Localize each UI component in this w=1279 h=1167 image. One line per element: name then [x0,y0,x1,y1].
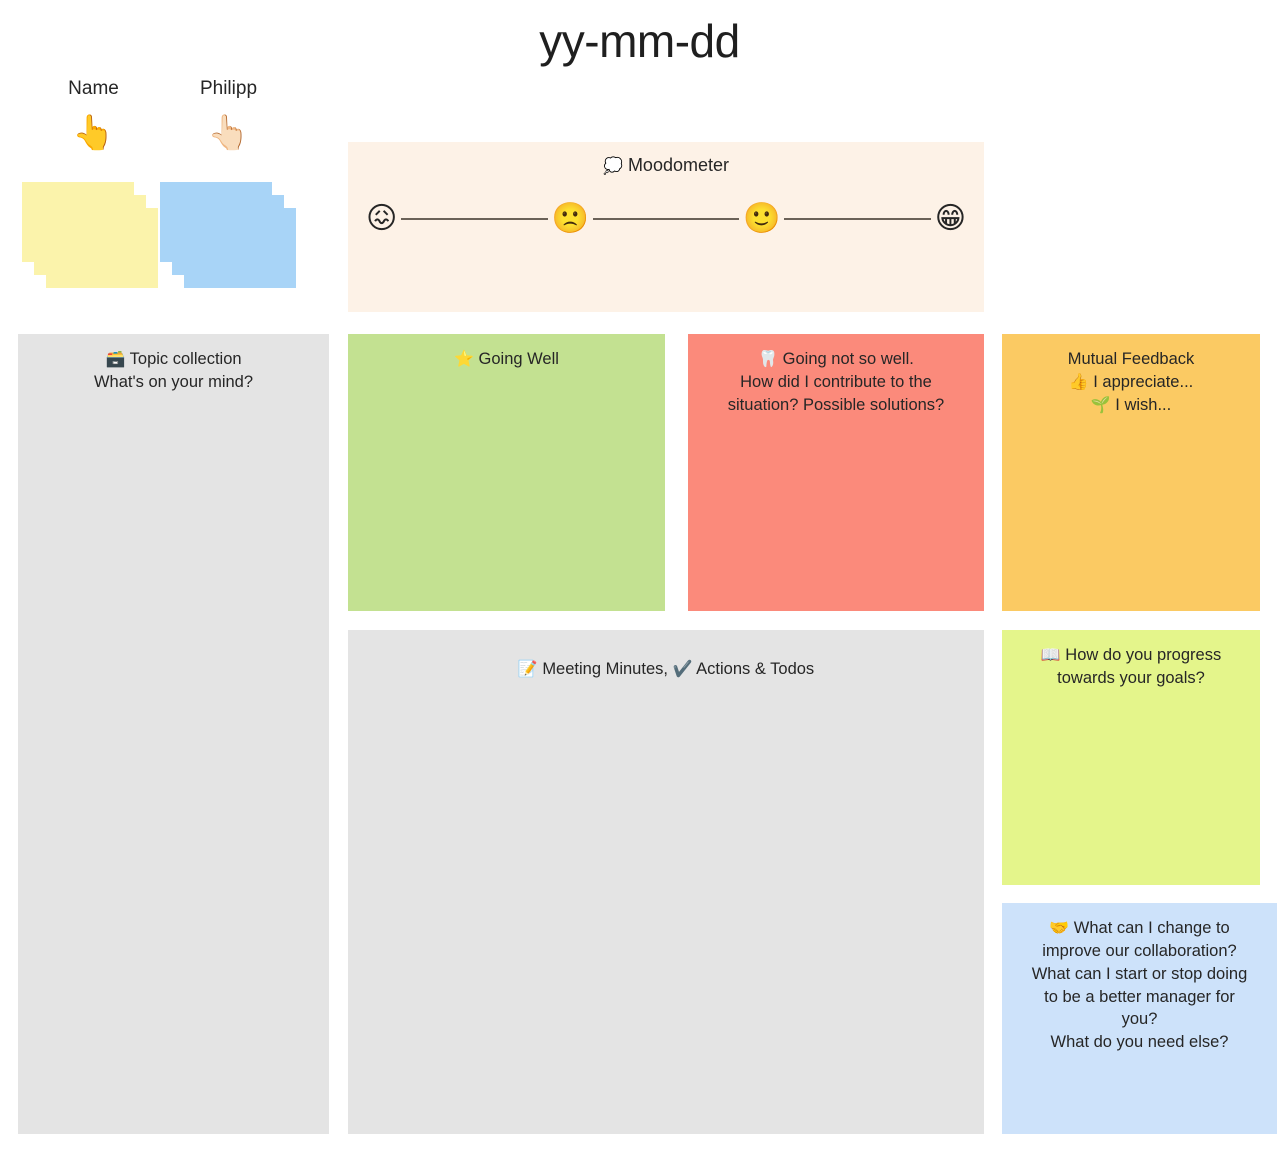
page-title: yy-mm-dd [539,15,740,67]
moodometer-line-segment [401,218,548,220]
sticky-note[interactable] [184,208,296,288]
panel-collaboration-line2: improve our collaboration? [1042,942,1237,961]
memo-icon: 📝 [517,661,538,678]
panel-topic-collection-title: Topic collection [129,350,242,368]
panel-going-not-so-well-title: Going not so well. [782,350,914,368]
panel-collaboration-line3: What can I start or stop doing [1031,964,1248,983]
participant-name-1: Philipp [199,78,258,99]
panel-going-well-header: ⭐ Going Well [360,348,653,371]
thought-balloon-icon: 💭 [603,158,623,175]
panel-going-well-line1: ⭐ Going Well [360,348,653,371]
panel-mutual-feedback-wish-text: I wish... [1115,395,1172,414]
seedling-icon: 🌱 [1090,396,1111,414]
beaming-face-smiling-eyes-icon[interactable]: 😁 [934,202,966,235]
panel-collaboration[interactable]: 🤝 What can I change to improve our colla… [1002,903,1277,1134]
panel-going-not-so-well-line2: How did I contribute to the [740,373,932,392]
moodometer-scale[interactable]: 😖 🙁 🙂 😁 [366,204,966,234]
panel-going-not-so-well[interactable]: 🦷 Going not so well. How did I contribut… [688,334,984,611]
panel-topic-collection-line1: 🗃️ Topic collection [30,348,317,371]
moodometer-title-text: Moodometer [627,155,729,175]
slightly-smiling-face-icon[interactable]: 🙂 [743,202,781,235]
panel-mutual-feedback-appreciate-text: I appreciate... [1093,372,1194,391]
panel-collaboration-header: 🤝 What can I change to improve our colla… [1014,917,1265,1054]
panel-meeting-minutes-line1: 📝 Meeting Minutes, ✔️ Actions & Todos [360,658,972,681]
panel-goals-progress-title: How do you progress [1065,646,1222,664]
panel-goals-progress-line1: 📖 How do you progress [1014,644,1248,667]
panel-meeting-minutes-title-part1: Meeting Minutes, [542,660,668,678]
panel-going-not-so-well-header: 🦷 Going not so well. How did I contribut… [700,348,972,417]
participant-column-0[interactable]: Name 👆 [26,78,161,160]
participant-name-0: Name [68,78,119,99]
star-icon: ⭐ [454,351,474,368]
participant-column-1[interactable]: Philipp 👆🏻 [161,78,296,160]
panel-topic-collection-line2: What's on your mind? [93,373,254,392]
backhand-index-pointing-up-icon: 👆 [72,114,115,152]
panel-meeting-minutes-title-part2: Actions & Todos [696,660,815,678]
panel-goals-progress-header: 📖 How do you progress towards your goals… [1014,644,1248,690]
panel-mutual-feedback-line2: 👍 I appreciate... [1014,371,1248,394]
moodometer-line-segment [592,218,740,220]
panel-going-not-so-well-line1: 🦷 Going not so well. [700,348,972,371]
moodometer-panel[interactable]: 💭 Moodometer 😖 🙁 🙂 😁 [348,142,984,312]
panel-meeting-minutes[interactable]: 📝 Meeting Minutes, ✔️ Actions & Todos [348,630,984,1134]
panel-collaboration-line6: What do you need else? [1050,1033,1229,1052]
moodometer-title: 💭 Moodometer [348,142,984,178]
panel-meeting-minutes-header: 📝 Meeting Minutes, ✔️ Actions & Todos [360,644,972,681]
thumbs-up-icon: 👍 [1068,373,1089,391]
panel-collaboration-title: What can I change to [1073,919,1230,937]
check-mark-icon: ✔️ [672,661,693,678]
slightly-frowning-face-icon[interactable]: 🙁 [551,202,589,235]
moodometer-line-segment [784,218,931,220]
handshake-icon: 🤝 [1049,920,1070,937]
confounded-face-icon[interactable]: 😖 [366,202,398,235]
panel-going-not-so-well-line3: situation? Possible solutions? [727,395,945,414]
panel-mutual-feedback[interactable]: Mutual Feedback 👍 I appreciate... 🌱 I wi… [1002,334,1260,611]
tooth-icon: 🦷 [758,351,779,368]
panel-topic-collection-header: 🗃️ Topic collection What's on your mind? [30,348,317,394]
sticky-note-stack-0[interactable] [22,182,158,306]
panel-mutual-feedback-header: Mutual Feedback 👍 I appreciate... 🌱 I wi… [1014,348,1248,417]
panel-going-well[interactable]: ⭐ Going Well [348,334,665,611]
panel-collaboration-line1: 🤝 What can I change to [1014,917,1265,940]
panel-goals-progress-line2: towards your goals? [1057,669,1205,688]
backhand-index-pointing-up-icon: 👆🏻 [207,114,250,152]
sticky-note-stack-1[interactable] [160,182,296,306]
participants-area: Name 👆 Philipp 👆🏻 [18,78,318,308]
panel-collaboration-line5: you? [1121,1010,1158,1029]
card-file-box-icon: 🗃️ [105,351,126,368]
panel-mutual-feedback-line3: 🌱 I wish... [1014,394,1248,417]
panel-mutual-feedback-title: Mutual Feedback [1067,350,1195,368]
panel-collaboration-line4: to be a better manager for [1044,987,1235,1006]
sticky-note[interactable] [46,208,158,288]
panel-topic-collection[interactable]: 🗃️ Topic collection What's on your mind? [18,334,329,1134]
open-book-icon: 📖 [1040,647,1061,664]
panel-going-well-title: Going Well [478,350,559,368]
panel-goals-progress[interactable]: 📖 How do you progress towards your goals… [1002,630,1260,885]
